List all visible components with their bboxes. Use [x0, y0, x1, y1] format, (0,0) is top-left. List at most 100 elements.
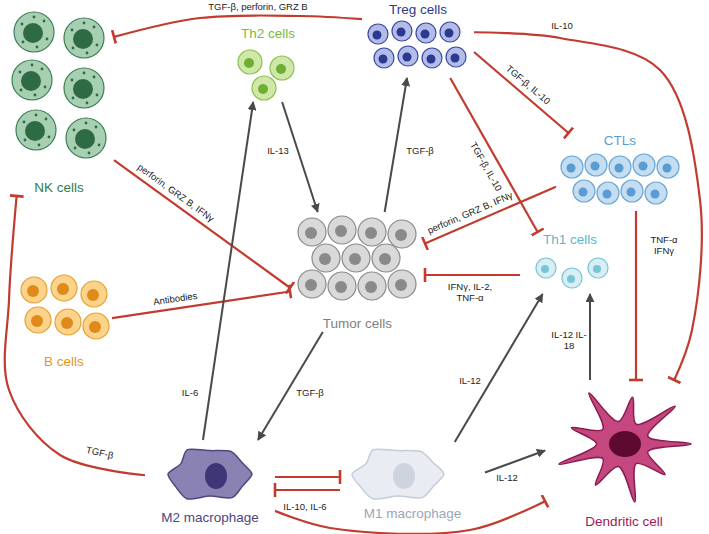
- cell: [398, 46, 418, 66]
- cell-label: NK cells: [32, 180, 86, 196]
- activation-arrow: [455, 294, 543, 442]
- granule: [35, 114, 38, 117]
- inhibition-connector: [425, 187, 556, 244]
- cell-nucleus: [205, 463, 227, 489]
- cell-body: [536, 258, 556, 278]
- cell-nucleus: [25, 121, 45, 141]
- cell-body: [358, 218, 386, 246]
- cell-label: CTLs: [602, 133, 638, 149]
- signal-label: IFNγ, IL-2, TNF-α: [437, 281, 503, 303]
- cell-label: Th1 cells: [541, 232, 599, 248]
- granule: [93, 76, 96, 79]
- cell-nucleus: [21, 71, 41, 91]
- cell-nucleus: [427, 55, 436, 64]
- cell-label: M1 macrophage: [362, 506, 464, 522]
- cell-body: [422, 48, 442, 68]
- granule: [36, 46, 39, 49]
- cell: [298, 218, 326, 246]
- cell-nucleus: [75, 129, 95, 149]
- cell-label: M2 macrophage: [159, 510, 261, 526]
- inhibition-connector: [112, 292, 290, 319]
- cell-nucleus: [567, 164, 576, 173]
- cell: [392, 21, 412, 41]
- signal-label: IL-12: [495, 472, 519, 483]
- cell: [416, 23, 436, 43]
- cell-body: [328, 272, 356, 300]
- granule: [19, 71, 22, 74]
- cell-nucleus: [451, 54, 460, 63]
- cell-nucleus: [335, 225, 347, 237]
- cell: [597, 182, 619, 204]
- activation-arrow: [485, 451, 545, 473]
- cell: [536, 258, 556, 278]
- granule: [44, 86, 47, 89]
- cell-nucleus: [579, 188, 588, 197]
- cell-group: NK cells: [4, 8, 114, 196]
- granule: [46, 38, 49, 41]
- cell: [328, 272, 356, 300]
- cell: [358, 218, 386, 246]
- cell: [657, 156, 679, 178]
- activation-arrow: [282, 102, 318, 212]
- cell-body: [440, 22, 460, 42]
- granule: [41, 68, 44, 71]
- cell: [312, 244, 340, 272]
- activation-arrow: [385, 78, 407, 212]
- granule: [21, 23, 24, 26]
- granule: [96, 44, 99, 47]
- cell: [64, 68, 104, 108]
- cell-group: Th2 cells: [228, 26, 308, 102]
- cell: [238, 50, 262, 74]
- inhibition-connector: [635, 211, 637, 380]
- cell: [372, 244, 400, 272]
- cell-group: M1 macrophage: [340, 442, 485, 522]
- signal-label: IL-12 IL-18: [550, 329, 588, 351]
- cell-body: [14, 12, 54, 52]
- cell-nucleus: [31, 315, 43, 327]
- cell: [609, 156, 631, 178]
- cell: [51, 275, 77, 301]
- cell: [270, 56, 294, 80]
- signal-label: TGF-β: [405, 145, 435, 156]
- cell-nucleus: [89, 321, 101, 333]
- macrophage-body: [168, 449, 252, 499]
- granule: [38, 144, 41, 147]
- cell-body: [609, 156, 631, 178]
- granule: [72, 47, 75, 50]
- cell-nucleus: [541, 265, 549, 273]
- granule: [33, 16, 36, 19]
- cell-body: [342, 244, 370, 272]
- inhibition-connector: [275, 489, 340, 491]
- cell-body: [416, 23, 436, 43]
- cell-nucleus: [365, 281, 377, 293]
- granule: [73, 129, 76, 132]
- cell-body: [64, 68, 104, 108]
- cell-body: [312, 244, 340, 272]
- granule: [43, 20, 46, 23]
- granule: [83, 22, 86, 25]
- cell-nucleus: [305, 227, 317, 239]
- activation-arrow: [589, 294, 591, 380]
- cell-body: [597, 182, 619, 204]
- cell-nucleus: [403, 53, 412, 62]
- cell-label: Th2 cells: [239, 26, 297, 42]
- cell-nucleus: [365, 227, 377, 239]
- granule: [22, 41, 25, 44]
- cell-illustration: [290, 212, 425, 332]
- cell-nucleus: [445, 29, 454, 38]
- cell-body: [573, 180, 595, 202]
- granule: [98, 144, 101, 147]
- cell-nucleus: [349, 253, 361, 265]
- inhibition-connector: [425, 274, 520, 276]
- cell: [573, 180, 595, 202]
- cell-body: [388, 270, 416, 298]
- cell-nucleus: [663, 164, 672, 173]
- cell-body: [588, 258, 608, 278]
- cell-nucleus: [379, 55, 388, 64]
- cell-nucleus: [421, 30, 430, 39]
- cell: [368, 24, 388, 44]
- granule: [71, 29, 74, 32]
- cell-body: [298, 270, 326, 298]
- cell-body: [388, 220, 416, 248]
